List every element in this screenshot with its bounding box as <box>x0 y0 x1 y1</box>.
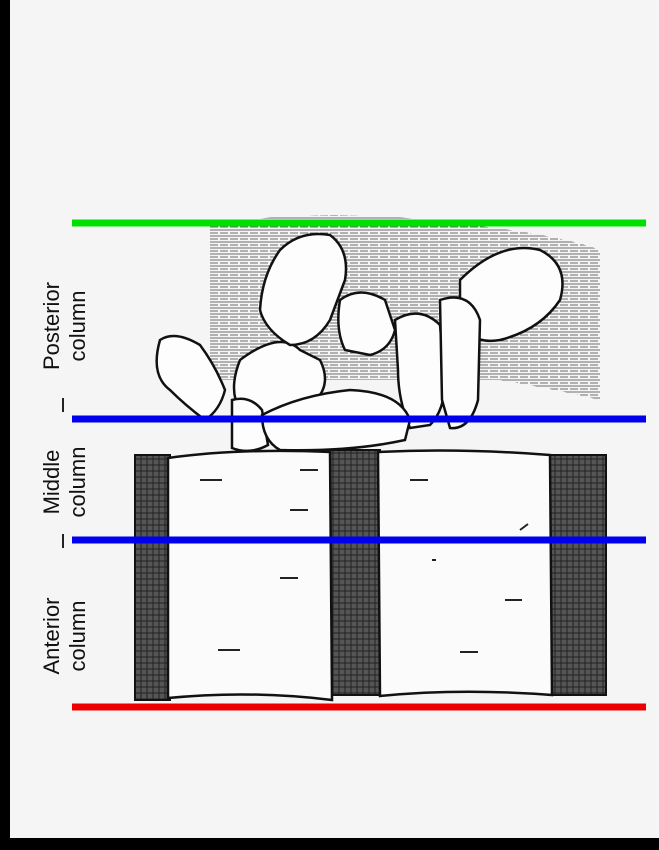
column-boundary-lines <box>0 0 659 850</box>
figure-frame: Posterior column Middle column Anterior … <box>0 0 659 850</box>
